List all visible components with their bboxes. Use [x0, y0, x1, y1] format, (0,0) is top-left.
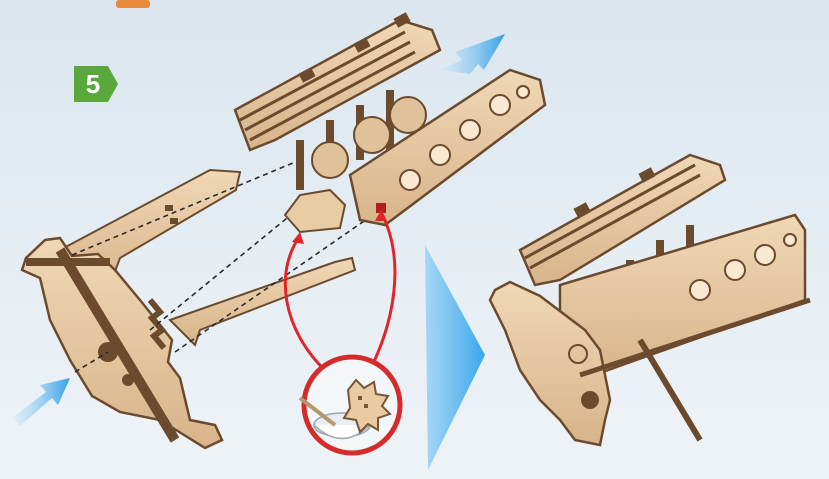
insert-arrow-right-icon [440, 34, 505, 74]
glue-bowl-icon [300, 357, 400, 453]
insert-arrow-left-icon [12, 378, 70, 426]
engine-assembled [490, 155, 810, 445]
previous-step-tab [116, 0, 150, 8]
next-step-arrow [425, 245, 485, 470]
step-number-badge: 5 [74, 66, 118, 102]
step-number: 5 [74, 66, 112, 102]
engine-block-exploded [235, 12, 545, 232]
